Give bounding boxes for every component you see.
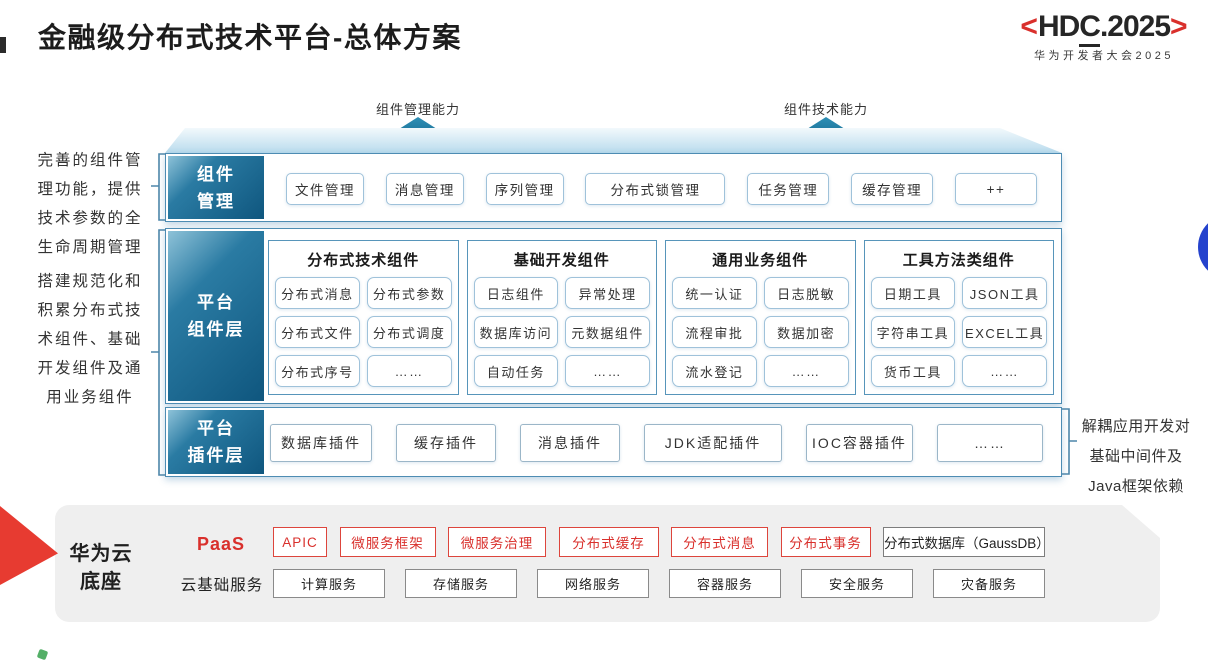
component-chip: 流程审批 [672, 316, 757, 348]
cloud-base-chip: 存储服务 [405, 569, 517, 598]
hdc-logo-subtitle: 华为开发者大会2025 [1034, 50, 1174, 62]
cloud-base-chip: 灾备服务 [933, 569, 1045, 598]
logo-c-underlined: C [1079, 10, 1101, 47]
component-chip: 日志组件 [473, 277, 559, 309]
red-right-arrow-icon [0, 506, 58, 585]
paas-label: PaaS [196, 534, 246, 554]
right-bracket-connector [1062, 408, 1077, 475]
mgmt-chip-list: 文件管理 消息管理 序列管理 分布式锁管理 任务管理 缓存管理 ++ [286, 173, 1037, 205]
paas-chip: 微服务治理 [448, 527, 546, 557]
plugin-chip: 缓存插件 [396, 424, 496, 462]
mgmt-chip: ++ [954, 173, 1037, 205]
paas-chip: 分布式消息 [671, 527, 768, 557]
group-title: 通用业务组件 [712, 252, 809, 269]
group-title: 基础开发组件 [513, 252, 610, 269]
paas-chip: APIC [273, 527, 327, 557]
component-chip: 数据库访问 [473, 316, 559, 348]
row-platform-plugins: 平台 插件层 数据库插件 缓存插件 消息插件 JDK适配插件 IOC容器插件 …… [165, 407, 1062, 477]
edge-mark [0, 37, 6, 53]
component-chip: 分布式参数 [366, 277, 452, 309]
row-label-components: 平台 组件层 [168, 231, 264, 401]
mgmt-chip: 消息管理 [385, 173, 464, 205]
component-chip: 数据加密 [763, 316, 849, 348]
huawei-cloud-panel [55, 505, 1160, 622]
cloud-base-chip: 计算服务 [273, 569, 385, 598]
group-basic-dev: 基础开发组件 日志组件 异常处理 数据库访问 元数据组件 自动任务 …… [466, 240, 657, 395]
logo-left-bracket: < [1020, 10, 1038, 43]
paas-chip: 微服务框架 [339, 527, 436, 557]
component-chip: JSON工具 [962, 277, 1047, 309]
component-chip: …… [565, 355, 650, 387]
component-chip: 日志脱敏 [763, 277, 849, 309]
capability-label-right: 组件技术能力 [783, 102, 868, 117]
mgmt-chip: 缓存管理 [851, 173, 934, 205]
cloud-base-chip: 容器服务 [669, 569, 781, 598]
capability-label-left: 组件管理能力 [375, 102, 460, 117]
roof-band [165, 128, 1062, 153]
component-chip: 元数据组件 [565, 316, 650, 348]
plugin-chip-list: 数据库插件 缓存插件 消息插件 JDK适配插件 IOC容器插件 …… [270, 424, 1043, 462]
plugin-chip: 消息插件 [520, 424, 620, 462]
component-chip: 自动任务 [473, 355, 559, 387]
group-title: 分布式技术组件 [307, 252, 420, 269]
component-chip: 货币工具 [870, 355, 956, 387]
group-common-business: 通用业务组件 统一认证 日志脱敏 流程审批 数据加密 流水登记 …… [665, 240, 856, 395]
component-chip: 字符串工具 [870, 316, 956, 348]
component-chip: 流水登记 [672, 355, 757, 387]
paas-chip: 分布式事务 [780, 527, 871, 557]
mgmt-chip: 分布式锁管理 [585, 173, 726, 205]
group-title: 工具方法类组件 [902, 252, 1015, 269]
component-chip: 异常处理 [565, 277, 650, 309]
hdc-logo-text: <HDC.2025> [1008, 10, 1200, 47]
component-chip: 分布式文件 [275, 316, 360, 348]
plugin-chip: JDK适配插件 [644, 424, 782, 462]
left-note-management: 完善的组件管 理功能，提供 技术参数的全 生命周期管理 [37, 152, 143, 256]
component-chip: 分布式调度 [366, 316, 452, 348]
right-note-decouple: 解耦应用开发对 基础中间件及 Java框架依赖 [1081, 418, 1191, 495]
cloud-base-chip-list: 计算服务 存储服务 网络服务 容器服务 安全服务 灾备服务 [273, 569, 1045, 598]
mgmt-chip: 文件管理 [286, 173, 364, 205]
logo-right-bracket: > [1170, 10, 1188, 43]
logo-year: .2025 [1099, 10, 1171, 43]
group-distributed-tech: 分布式技术组件 分布式消息 分布式参数 分布式文件 分布式调度 分布式序号 …… [268, 240, 459, 395]
mgmt-chip: 序列管理 [485, 173, 564, 205]
component-chip: 分布式消息 [275, 277, 360, 309]
foundation-label: 华为云 底座 [69, 543, 133, 593]
blue-circle-decoration [1198, 214, 1208, 280]
row-label-mgmt: 组件 管理 [168, 156, 264, 219]
panel-corner-cut [1122, 505, 1160, 538]
hdc-logo: <HDC.2025> 华为开发者大会2025 [1008, 10, 1200, 63]
mgmt-chip: 任务管理 [747, 173, 830, 205]
plugin-chip: IOC容器插件 [806, 424, 913, 462]
plugin-chip: …… [937, 424, 1043, 462]
paas-chip-list: APIC 微服务框架 微服务治理 分布式缓存 分布式消息 分布式事务 分布式数据… [273, 527, 1050, 557]
green-mark [36, 648, 49, 661]
row-platform-components: 平台 组件层 分布式技术组件 分布式消息 分布式参数 分布式文件 分布式调度 分… [165, 228, 1062, 404]
group-tool-methods: 工具方法类组件 日期工具 JSON工具 字符串工具 EXCEL工具 货币工具 …… [863, 240, 1054, 395]
cloud-base-chip: 安全服务 [801, 569, 913, 598]
paas-chip: 分布式缓存 [558, 527, 659, 557]
component-chip: …… [763, 355, 849, 387]
plugin-chip: 数据库插件 [270, 424, 372, 462]
cloud-base-chip: 网络服务 [537, 569, 649, 598]
component-chip: 统一认证 [672, 277, 757, 309]
component-groups: 分布式技术组件 分布式消息 分布式参数 分布式文件 分布式调度 分布式序号 ……… [268, 240, 1054, 395]
row-component-management: 组件 管理 文件管理 消息管理 序列管理 分布式锁管理 任务管理 缓存管理 ++ [165, 153, 1062, 222]
component-chip: …… [366, 355, 452, 387]
component-chip: 分布式序号 [275, 355, 360, 387]
left-note-components: 搭建规范化和 积累分布式技 术组件、基础 开发组件及通 用业务组件 [37, 273, 143, 406]
component-chip: 日期工具 [870, 277, 956, 309]
component-chip: …… [962, 355, 1047, 387]
component-chip: EXCEL工具 [962, 316, 1047, 348]
cloud-base-label: 云基础服务 [180, 577, 264, 594]
logo-hd: HD [1037, 10, 1080, 43]
page-title: 金融级分布式技术平台-总体方案 [38, 22, 462, 53]
row-label-plugins: 平台 插件层 [168, 410, 264, 474]
gaussdb-chip: 分布式数据库（GaussDB） [883, 527, 1050, 557]
